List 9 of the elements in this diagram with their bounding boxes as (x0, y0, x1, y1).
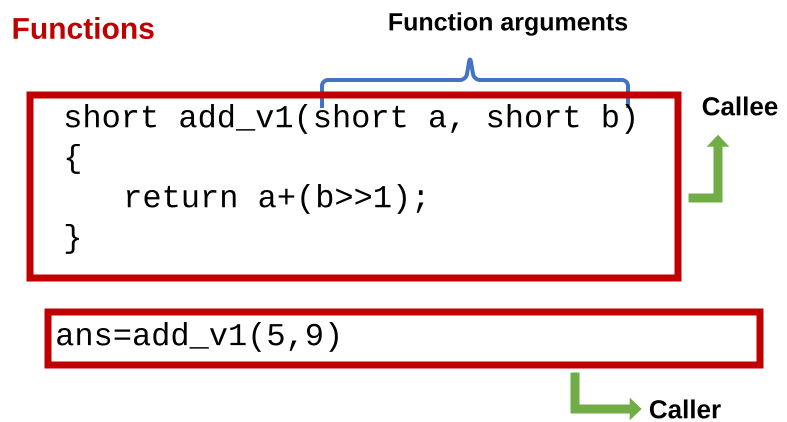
role-label: Caller (650, 399, 721, 419)
code-line: } (66, 224, 79, 254)
heading: Functions (14, 16, 154, 39)
role-label: Callee (702, 96, 778, 116)
code-line: { (66, 144, 80, 174)
code-line: return a+(b>>1); (127, 184, 424, 214)
code-line: ans=add_v1(5,9) (57, 322, 338, 352)
code-line: short add_v1(short a, short b) (66, 104, 634, 134)
bracket-label: Function arguments (390, 12, 628, 36)
